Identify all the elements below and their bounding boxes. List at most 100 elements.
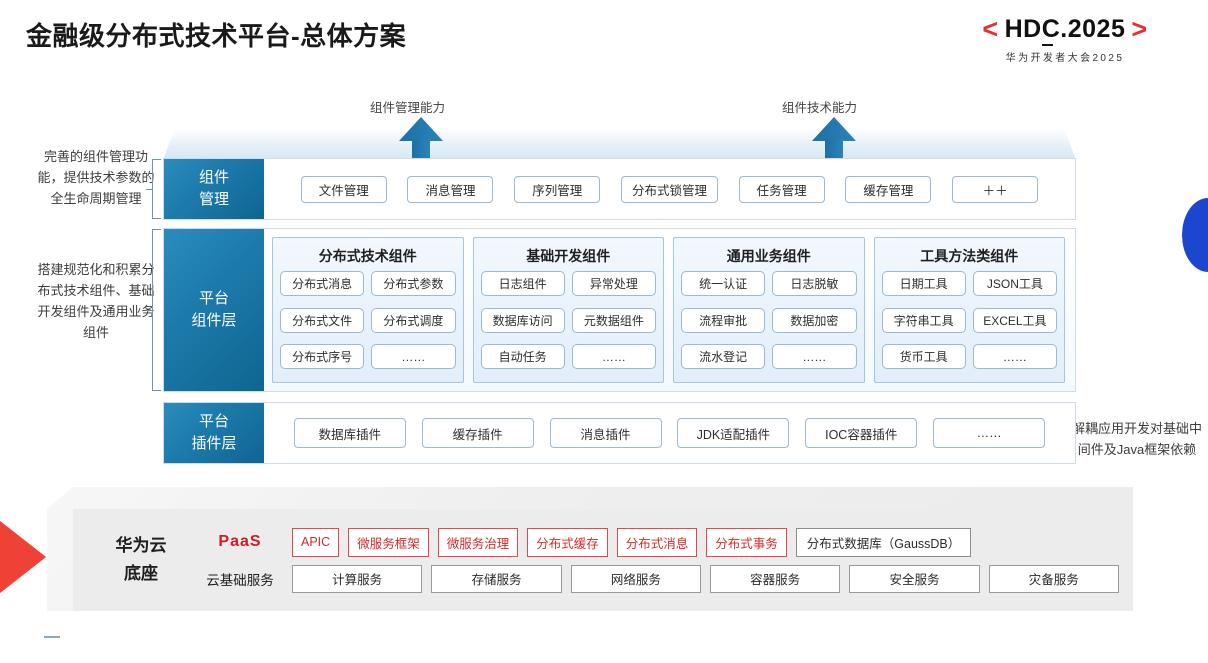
layer-label-line2: 管理 [198, 191, 229, 208]
chip-paas-service[interactable]: 分布式缓存 [527, 527, 608, 557]
base-row-basic-services: 云基础服务 计算服务 存储服务 网络服务 容器服务 安全服务 灾备服务 [197, 564, 1119, 593]
arrow-label-component-technology: 组件技术能力 [782, 101, 858, 115]
layer-label-platform-component: 平台 组件层 [164, 229, 264, 391]
chip-component[interactable]: EXCEL工具 [972, 307, 1057, 333]
chip-basic-service[interactable]: 安全服务 [849, 564, 980, 593]
chip-basic-service[interactable]: 容器服务 [709, 564, 841, 593]
chip-basic-service[interactable]: 计算服务 [292, 564, 423, 593]
hdc-logo-subtitle: 华为开发者大会2025 [1005, 53, 1125, 64]
chip-component[interactable]: 数据加密 [772, 307, 857, 333]
layer-label-line1: 平台 [198, 413, 229, 430]
chip-plugin[interactable]: 消息插件 [549, 418, 662, 448]
chip-component[interactable]: 分布式序号 [280, 344, 365, 370]
chip-component[interactable]: 日期工具 [881, 271, 966, 296]
chip-paas-service[interactable]: APIC [292, 527, 340, 557]
side-note-left-mid: 搭建规范化和积累分布式技术组件、基础开发组件及通用业务组件 [37, 262, 155, 340]
layer-label-component-management: 组件 管理 [164, 159, 264, 219]
chip-component[interactable]: 统一认证 [681, 271, 766, 296]
component-group-title: 分布式技术组件 [318, 248, 417, 264]
angle-bracket-right-icon: > [1131, 14, 1148, 44]
layer-label-platform-plugin: 平台 插件层 [164, 403, 264, 463]
chip-component[interactable]: 异常处理 [571, 271, 656, 296]
layer-body-component-management: 文件管理 消息管理 序列管理 分布式锁管理 任务管理 缓存管理 ＋＋ [264, 159, 1075, 219]
chip-component-management[interactable]: 缓存管理 [845, 175, 932, 203]
component-group-tools: 工具方法类组件 日期工具 JSON工具 字符串工具 EXCEL工具 货币工具 …… [873, 237, 1065, 383]
layer-label-line2: 组件层 [191, 312, 237, 329]
page-title: 金融级分布式技术平台-总体方案 [26, 21, 407, 51]
chip-component[interactable]: 分布式消息 [280, 271, 365, 296]
hdc-underline-accent [1041, 44, 1053, 46]
chip-basic-service[interactable]: 灾备服务 [988, 564, 1119, 593]
chip-paas-service[interactable]: 分布式事务 [706, 527, 787, 557]
base-row-label-paas: PaaS [218, 533, 262, 550]
chip-component-more[interactable]: …… [571, 344, 656, 370]
chip-component[interactable]: 分布式文件 [280, 307, 365, 333]
chip-component[interactable]: 分布式参数 [371, 271, 456, 296]
chip-component[interactable]: 货币工具 [881, 344, 966, 370]
component-group-grid: 日志组件 异常处理 数据库访问 元数据组件 自动任务 …… [480, 271, 656, 376]
angle-bracket-left-icon: < [982, 14, 999, 44]
layer-label-line2: 插件层 [191, 435, 237, 452]
chip-basic-service[interactable]: 网络服务 [570, 564, 701, 593]
chip-component-management[interactable]: 任务管理 [738, 175, 825, 203]
blue-lens-decoration [1182, 198, 1208, 272]
layer-platform-component: 平台 组件层 分布式技术组件 分布式消息 分布式参数 分布式文件 分布式调度 分… [163, 228, 1076, 392]
chip-plugin[interactable]: 缓存插件 [421, 418, 534, 448]
huawei-cloud-base: 华为云 底座 PaaS APIC 微服务框架 微服务治理 分布式缓存 分布式消息… [47, 487, 1133, 611]
chip-component-management[interactable]: 分布式锁管理 [620, 175, 718, 203]
component-group-grid: 统一认证 日志脱敏 流程审批 数据加密 流水登记 …… [681, 271, 857, 376]
layer-body-platform-component: 分布式技术组件 分布式消息 分布式参数 分布式文件 分布式调度 分布式序号 ……… [264, 229, 1075, 391]
chip-component-more[interactable]: …… [371, 344, 456, 370]
hdc-logo: < HDC.2025 > 华为开发者大会2025 [940, 14, 1190, 64]
chip-component[interactable]: 数据库访问 [480, 307, 565, 333]
chip-component-management-more[interactable]: ＋＋ [952, 175, 1039, 203]
layer-platform-plugin: 平台 插件层 数据库插件 缓存插件 消息插件 JDK适配插件 IOC容器插件 …… [163, 402, 1076, 464]
base-title: 华为云 底座 [95, 532, 187, 588]
red-wedge-decoration [0, 521, 46, 593]
chip-component[interactable]: 日志组件 [480, 271, 565, 296]
hdc-logo-text: HDC.2025 [1005, 15, 1126, 46]
base-face [73, 509, 1133, 611]
bottom-tick-marker [44, 636, 60, 638]
chip-component[interactable]: 自动任务 [480, 344, 565, 370]
chip-component[interactable]: JSON工具 [972, 271, 1057, 296]
chip-component[interactable]: 流程审批 [681, 307, 766, 333]
component-group-title: 通用业务组件 [726, 248, 811, 264]
chip-component[interactable]: 分布式调度 [371, 307, 456, 333]
chip-paas-service[interactable]: 分布式消息 [616, 527, 698, 557]
chip-component-management[interactable]: 消息管理 [407, 175, 494, 203]
base-title-line2: 底座 [124, 564, 158, 583]
chip-basic-service[interactable]: 存储服务 [431, 564, 562, 593]
base-row-label-basic: 云基础服务 [206, 572, 274, 588]
component-group-grid: 分布式消息 分布式参数 分布式文件 分布式调度 分布式序号 …… [280, 271, 456, 376]
top-light-band [163, 128, 1076, 160]
chip-component-more[interactable]: …… [972, 344, 1057, 370]
chip-plugin[interactable]: IOC容器插件 [805, 418, 918, 448]
component-group-basic-dev: 基础开发组件 日志组件 异常处理 数据库访问 元数据组件 自动任务 …… [472, 237, 664, 383]
component-group-common-business: 通用业务组件 统一认证 日志脱敏 流程审批 数据加密 流水登记 …… [673, 237, 865, 383]
chip-component[interactable]: 流水登记 [681, 344, 766, 370]
chip-component[interactable]: 日志脱敏 [772, 271, 857, 296]
chip-plugin[interactable]: JDK适配插件 [677, 418, 790, 448]
chip-component[interactable]: 元数据组件 [571, 307, 656, 333]
base-row-paas: PaaS APIC 微服务框架 微服务治理 分布式缓存 分布式消息 分布式事务 … [197, 527, 1119, 557]
chip-plugin[interactable]: 数据库插件 [293, 418, 406, 448]
bracket-left-mid [146, 229, 161, 391]
chip-component-more[interactable]: …… [772, 344, 857, 370]
arrow-label-component-management: 组件管理能力 [370, 101, 446, 115]
chip-component-management[interactable]: 序列管理 [514, 175, 601, 203]
base-title-line1: 华为云 [115, 536, 167, 555]
side-note-right: 解耦应用开发对基础中间件及Java框架依赖 [1072, 421, 1203, 457]
chip-paas-service[interactable]: 微服务框架 [348, 527, 429, 557]
bracket-left-top [146, 159, 161, 219]
base-rows: PaaS APIC 微服务框架 微服务治理 分布式缓存 分布式消息 分布式事务 … [197, 527, 1119, 593]
chip-paas-service[interactable]: 微服务治理 [437, 527, 519, 557]
component-group-title: 基础开发组件 [526, 248, 611, 264]
chip-plugin-more[interactable]: …… [933, 418, 1046, 448]
chip-paas-database[interactable]: 分布式数据库（GaussDB） [795, 527, 972, 557]
chip-component[interactable]: 字符串工具 [881, 307, 966, 333]
chip-component-management[interactable]: 文件管理 [300, 175, 387, 203]
component-group-distributed: 分布式技术组件 分布式消息 分布式参数 分布式文件 分布式调度 分布式序号 …… [272, 237, 464, 383]
component-group-title: 工具方法类组件 [920, 248, 1019, 264]
